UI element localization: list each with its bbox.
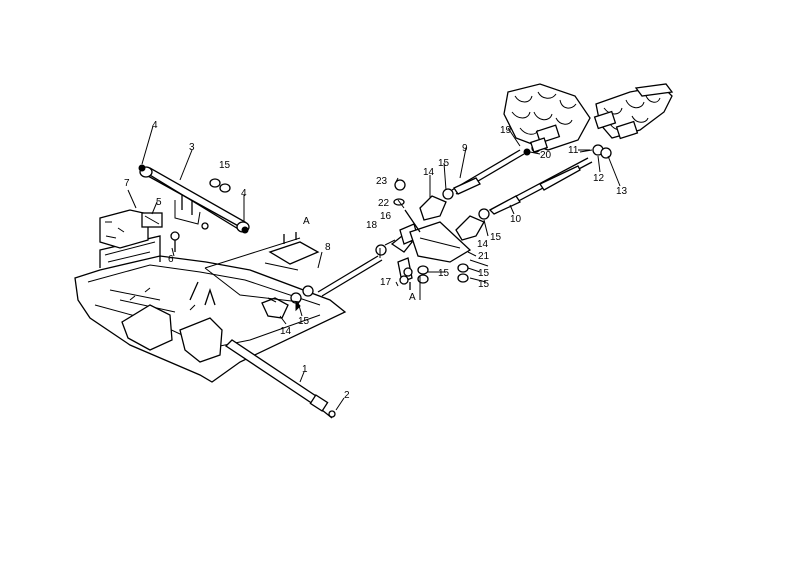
callout-2: 2 <box>344 390 350 401</box>
callout-23: 23 <box>376 176 388 187</box>
frame-platform <box>74 235 347 383</box>
callout-8: 8 <box>325 242 331 253</box>
callout-15: 15 <box>219 160 231 171</box>
callout-11: 11 <box>568 145 579 156</box>
callout-12: 12 <box>593 173 605 184</box>
callout-22: 22 <box>378 198 390 209</box>
callout-7: 7 <box>124 178 130 189</box>
callout-20: 20 <box>540 150 552 161</box>
bracket-assembly-left <box>99 189 180 252</box>
callout-17: 17 <box>380 277 392 288</box>
callout-15: 15 <box>438 268 450 279</box>
callout-14: 14 <box>477 239 489 250</box>
callout-6: 6 <box>168 254 174 265</box>
callout-19: 19 <box>500 125 512 136</box>
nut-cluster-lower <box>403 263 469 284</box>
bolt-nut-15-top <box>209 178 231 193</box>
rod-8-assembly <box>204 237 383 319</box>
main-rod <box>224 339 336 419</box>
callout-3: 3 <box>189 142 195 153</box>
control-valve-assembly <box>503 83 674 159</box>
rod-10 <box>488 157 593 215</box>
callout-marker-a: A <box>409 292 416 303</box>
callout-1: 1 <box>302 364 308 375</box>
pivot-bracket-center <box>375 179 472 290</box>
callout-marker-a: A <box>303 216 310 227</box>
callout-15: 15 <box>298 316 310 327</box>
cross-tube <box>138 164 250 234</box>
callout-15: 15 <box>490 232 502 243</box>
callout-4: 4 <box>152 120 158 131</box>
callout-5: 5 <box>156 197 162 208</box>
callout-10: 10 <box>510 214 522 225</box>
leader-lines <box>141 125 621 411</box>
callout-18: 18 <box>366 220 378 231</box>
callout-13: 13 <box>616 186 628 197</box>
callout-16: 16 <box>380 211 392 222</box>
callout-21: 21 <box>478 251 490 262</box>
callout-14: 14 <box>280 326 292 337</box>
callout-15: 15 <box>478 268 490 279</box>
callout-15: 15 <box>438 158 450 169</box>
callout-4: 4 <box>241 188 247 199</box>
callout-labels: 4 3 15 4 7 5 6 A 8 18 16 23 22 14 15 9 1… <box>124 120 628 401</box>
bracket-a-left <box>264 232 320 271</box>
callout-15: 15 <box>478 279 490 290</box>
callout-14: 14 <box>423 167 435 178</box>
clevis-lower <box>455 208 490 241</box>
clevis-upper <box>419 188 454 221</box>
callout-9: 9 <box>462 143 468 154</box>
